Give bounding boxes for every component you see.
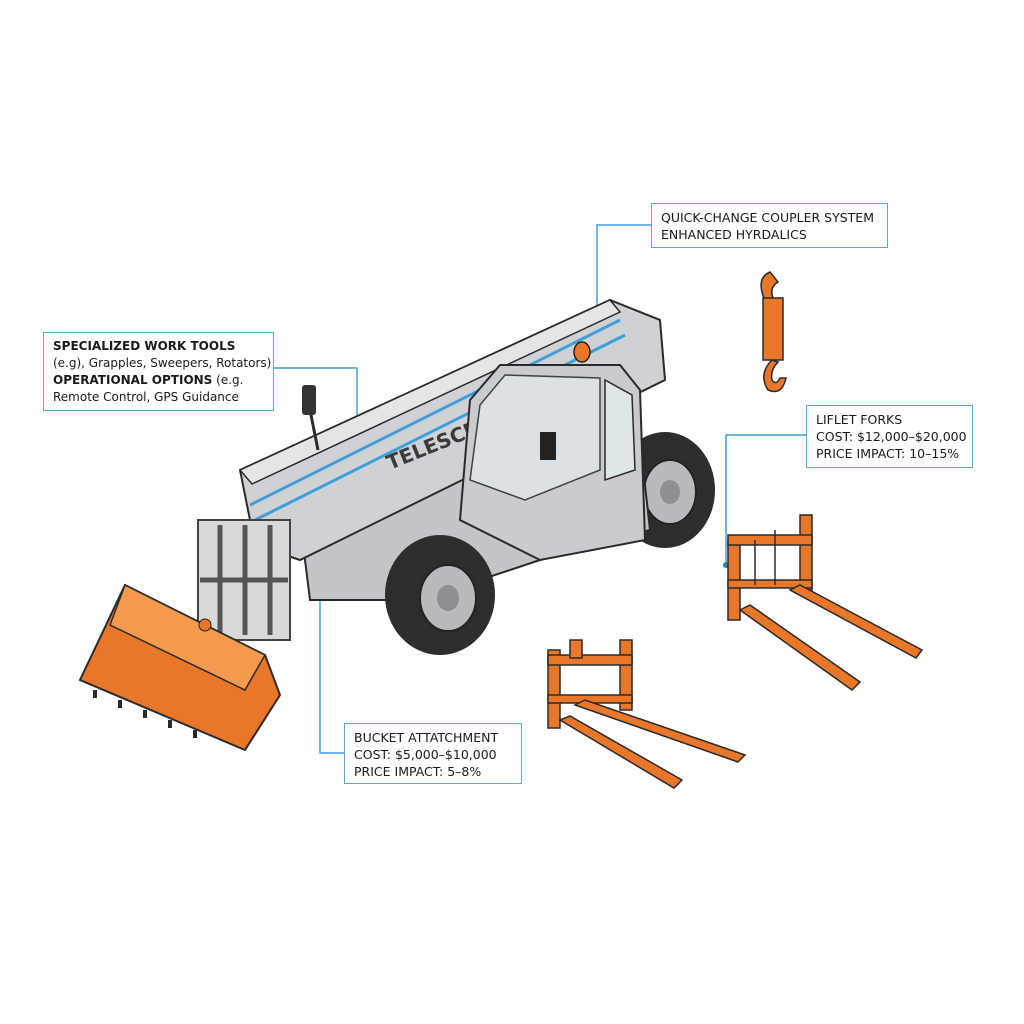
callout-work-tools: SPECIALIZED WORK TOOLS (e.g), Grapples, …	[43, 332, 274, 411]
bucket-title: BUCKET ATTATCHMENT	[354, 730, 499, 745]
quick-coupler-hook	[760, 271, 787, 393]
coupler-title: QUICK-CHANGE COUPLER SYSTEM	[661, 210, 874, 225]
callout-forks: LIFLET FORKS COST: $12,000–$20,000 PRICE…	[806, 405, 973, 468]
fork-carriage	[197, 519, 291, 641]
coupler-subtitle: ENHANCED HYRDALICS	[661, 227, 807, 242]
pallet-forks-rear	[727, 514, 924, 691]
forks-price-impact: PRICE IMPACT: 10–15%	[816, 446, 960, 461]
operational-options-title: OPERATIONAL OPTIONS	[53, 373, 213, 387]
forks-cost: COST: $12,000–$20,000	[816, 429, 967, 444]
operational-options-eg: (e.g.	[212, 373, 244, 387]
leader-bucket	[319, 582, 344, 754]
pallet-forks-front	[547, 639, 747, 789]
operational-options-examples: Remote Control, GPS Guidance	[53, 390, 239, 404]
bucket-cost: COST: $5,000–$10,000	[354, 747, 497, 762]
callout-bucket: BUCKET ATTATCHMENT COST: $5,000–$10,000 …	[344, 723, 522, 784]
bucket-attachment	[78, 583, 282, 752]
work-tools-examples: (e.g), Grapples, Sweepers, Rotators)	[53, 356, 272, 370]
mirror	[302, 385, 320, 451]
forks-title: LIFLET FORKS	[816, 412, 903, 427]
bucket-price-impact: PRICE IMPACT: 5–8%	[354, 764, 482, 779]
work-tools-title: SPECIALIZED WORK TOOLS	[53, 339, 236, 353]
front-wheel	[385, 535, 495, 655]
operator-cab	[458, 341, 647, 562]
beacon-light-icon	[573, 341, 591, 363]
leader-forks	[725, 434, 806, 565]
callout-coupler: QUICK-CHANGE COUPLER SYSTEM ENHANCED HYR…	[651, 203, 888, 248]
